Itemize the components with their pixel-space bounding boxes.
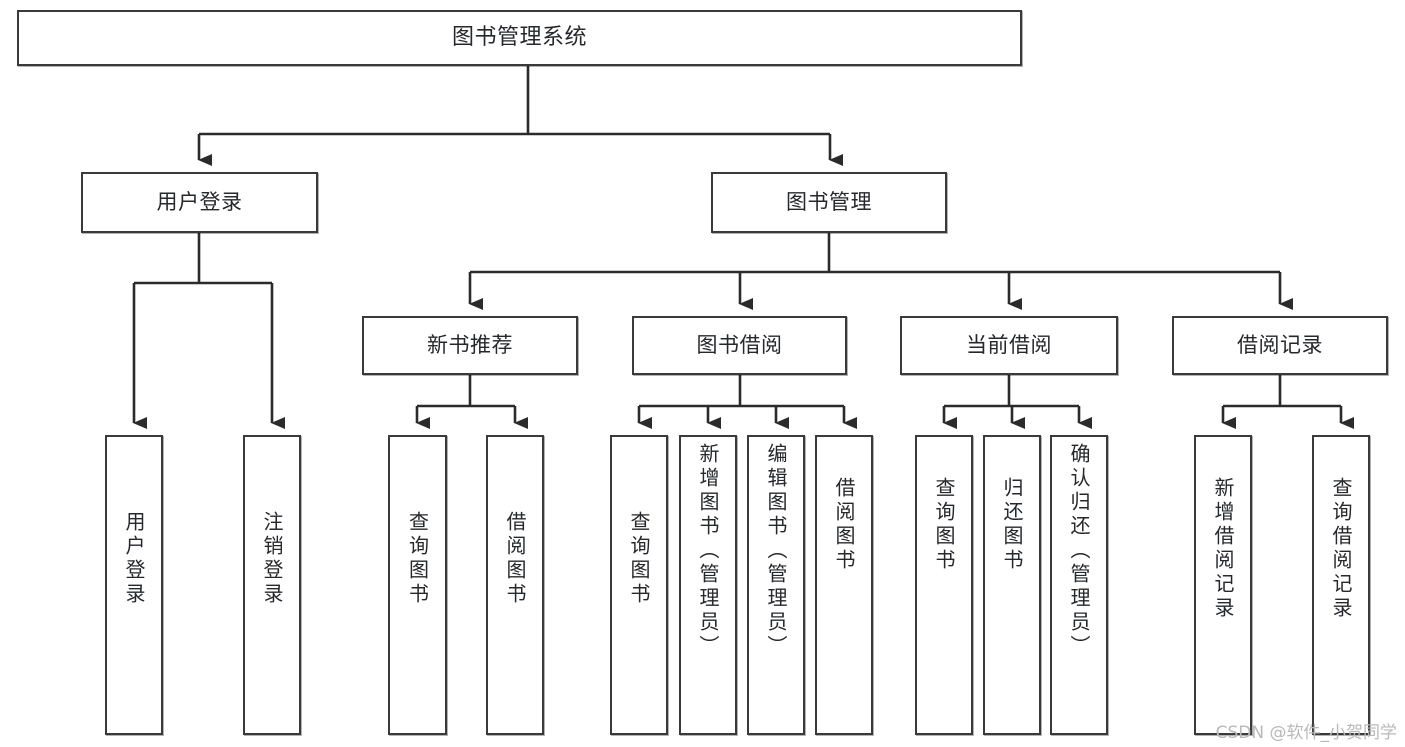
node-leaf-return-book-label: 归还图书 [1000, 477, 1024, 573]
node-leaf-edit-book[interactable]: 编辑图书（管理员） [747, 435, 805, 735]
node-borrow-record-label: 借阅记录 [1237, 333, 1323, 358]
node-leaf-return-book[interactable]: 归还图书 [983, 435, 1041, 735]
node-root-label: 图书管理系统 [451, 25, 587, 51]
node-leaf-borrow-book-2-label: 借阅图书 [832, 477, 856, 573]
node-leaf-query-record[interactable]: 查询借阅记录 [1312, 435, 1370, 735]
node-leaf-user-login-label: 用户登录 [122, 511, 146, 607]
node-leaf-user-login[interactable]: 用户登录 [105, 435, 163, 735]
node-leaf-query-book-2[interactable]: 查询图书 [610, 435, 668, 735]
node-current-borrow[interactable]: 当前借阅 [900, 316, 1118, 375]
node-leaf-confirm-return-label: 确认归还（管理员） [1067, 443, 1091, 659]
node-leaf-borrow-book-1[interactable]: 借阅图书 [486, 435, 544, 735]
node-leaf-query-book-1-label: 查询图书 [405, 511, 430, 607]
node-leaf-query-book-2-label: 查询图书 [627, 511, 651, 607]
node-leaf-add-record[interactable]: 新增借阅记录 [1194, 435, 1252, 735]
node-user-login[interactable]: 用户登录 [81, 172, 318, 233]
csdn-watermark: CSDN @软件_小贺同学 [1215, 723, 1397, 743]
node-root[interactable]: 图书管理系统 [17, 10, 1022, 66]
node-leaf-borrow-book-2[interactable]: 借阅图书 [815, 435, 873, 735]
node-leaf-query-book-3[interactable]: 查询图书 [915, 435, 973, 735]
node-user-login-label: 用户登录 [156, 190, 243, 215]
node-borrow-record[interactable]: 借阅记录 [1172, 316, 1388, 375]
node-leaf-logout-label: 注销登录 [260, 511, 284, 607]
node-book-borrow-label: 图书借阅 [696, 333, 783, 358]
node-leaf-add-book-label: 新增图书（管理员） [696, 443, 720, 659]
node-leaf-confirm-return[interactable]: 确认归还（管理员） [1050, 435, 1108, 735]
node-leaf-query-book-3-label: 查询图书 [932, 477, 956, 573]
node-new-book-rec[interactable]: 新书推荐 [362, 316, 578, 375]
node-book-borrow[interactable]: 图书借阅 [632, 316, 847, 375]
node-leaf-logout[interactable]: 注销登录 [243, 435, 301, 735]
node-book-manage[interactable]: 图书管理 [711, 172, 947, 233]
node-leaf-edit-book-label: 编辑图书（管理员） [764, 443, 788, 659]
node-leaf-borrow-book-1-label: 借阅图书 [503, 511, 527, 607]
node-leaf-query-record-label: 查询借阅记录 [1329, 477, 1353, 621]
node-leaf-query-book-1[interactable]: 查询图书 [388, 435, 447, 735]
node-new-book-rec-label: 新书推荐 [427, 333, 513, 358]
node-leaf-add-record-label: 新增借阅记录 [1211, 477, 1235, 621]
node-leaf-add-book[interactable]: 新增图书（管理员） [679, 435, 737, 735]
node-current-borrow-label: 当前借阅 [966, 333, 1052, 358]
node-book-manage-label: 图书管理 [786, 190, 872, 215]
